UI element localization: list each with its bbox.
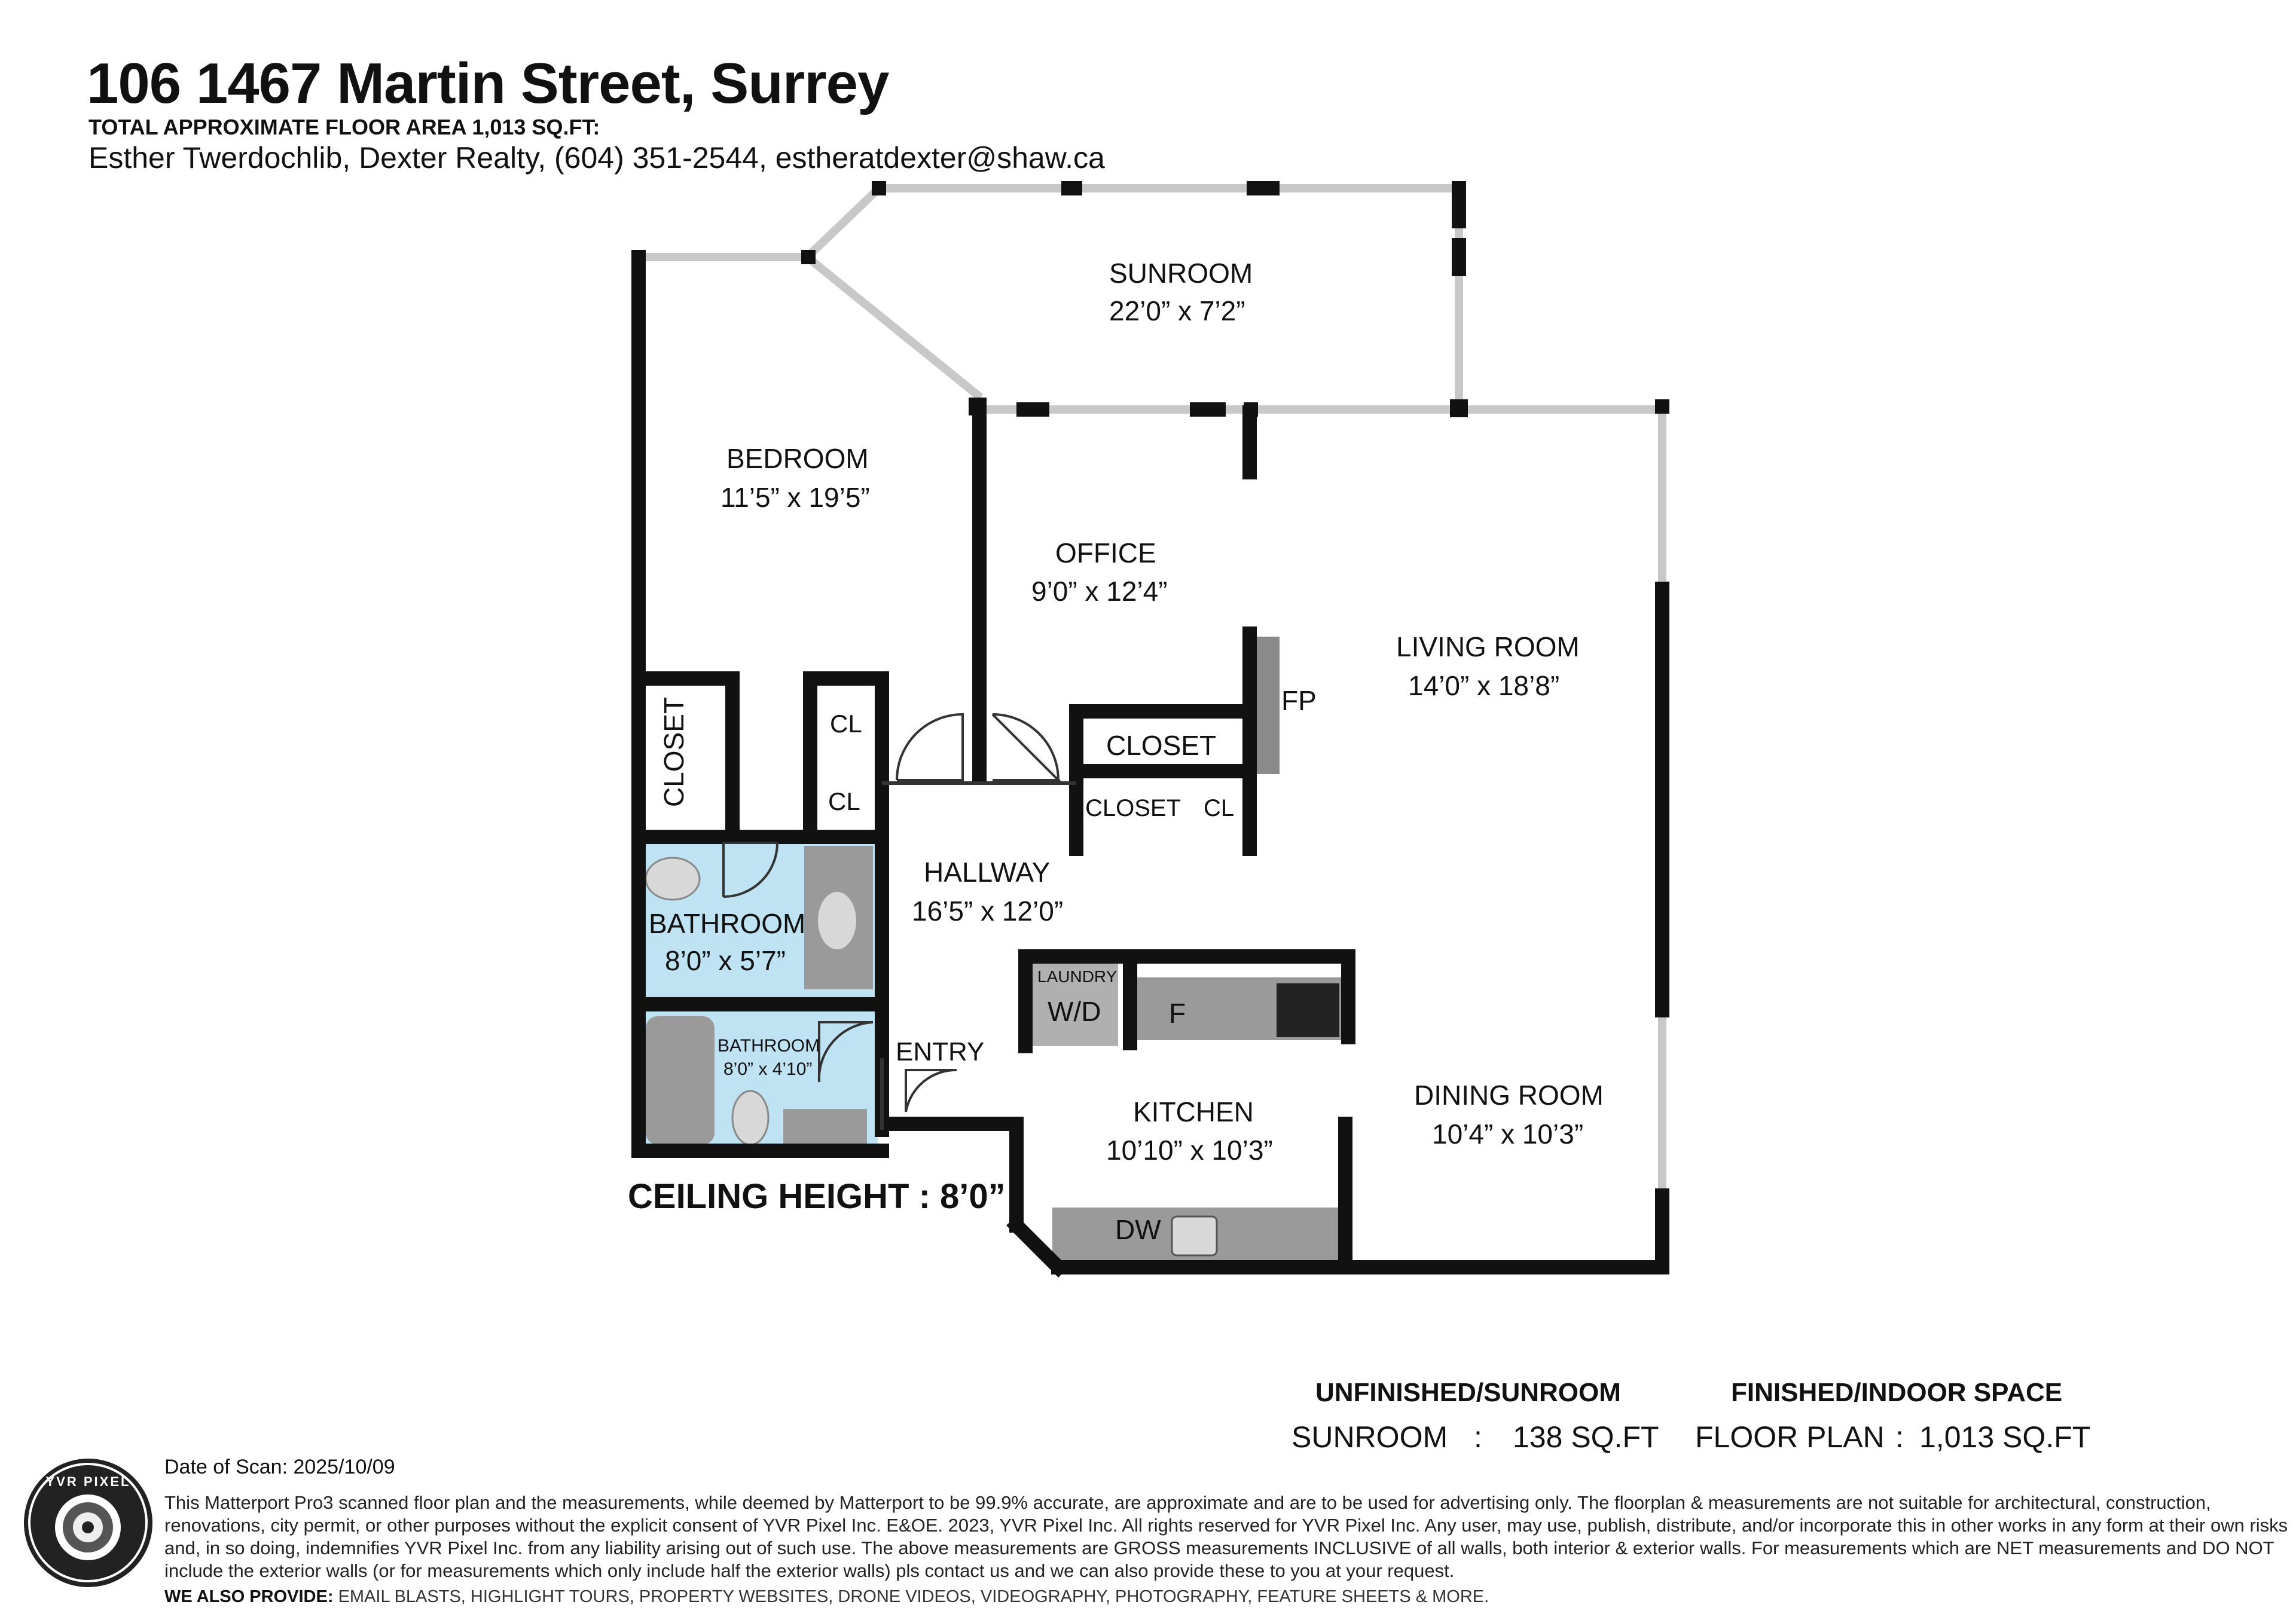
- bathtub: [646, 1016, 715, 1145]
- unfinished-heading: UNFINISHED/SUNROOM: [1315, 1378, 1621, 1407]
- kitchen-label: KITCHEN: [1133, 1096, 1254, 1127]
- sunroom-area-sep: :: [1474, 1420, 1482, 1454]
- entry-label: ENTRY: [896, 1037, 985, 1066]
- also-provide-list: EMAIL BLASTS, HIGHLIGHT TOURS, PROPERTY …: [338, 1587, 1489, 1606]
- floor-area-text: TOTAL APPROXIMATE FLOOR AREA 1,013 SQ.FT…: [88, 115, 600, 139]
- bathroom-2-label: BATHROOM: [718, 1036, 820, 1056]
- bath-sink: [818, 892, 856, 949]
- floorplan-area-value: 1,013 SQ.FT: [1919, 1420, 2091, 1454]
- washer-dryer-label: W/D: [1048, 996, 1101, 1027]
- logo-icon: [28, 1463, 148, 1582]
- laundry-box: [1028, 956, 1118, 1046]
- toilet-1: [645, 857, 701, 901]
- laundry-label: LAUNDRY: [1037, 967, 1118, 986]
- living-room-dims: 14’0” x 18’8”: [1408, 670, 1560, 701]
- yvr-pixel-logo: YVR PIXEL: [24, 1459, 152, 1587]
- cl-1-label: CL: [830, 710, 862, 738]
- bathroom-2-dims: 8’0” x 4’10”: [723, 1059, 813, 1079]
- also-provide: WE ALSO PROVIDE: EMAIL BLASTS, HIGHLIGHT…: [164, 1587, 1489, 1607]
- fireplace-label: FP: [1281, 685, 1317, 716]
- cl-2-label: CL: [828, 787, 860, 815]
- bedroom-closet-label: CLOSET: [658, 696, 689, 807]
- bedroom-label: BEDROOM: [726, 443, 869, 474]
- floorplan-area-label: FLOOR PLAN: [1695, 1420, 1885, 1454]
- logo-text: YVR PIXEL: [45, 1474, 131, 1489]
- hallway-label: HALLWAY: [924, 857, 1051, 888]
- bathroom-1-label: BATHROOM: [649, 908, 806, 939]
- office-dims: 9’0” x 12’4”: [1031, 576, 1168, 607]
- ceiling-height: CEILING HEIGHT : 8’0”: [628, 1177, 1006, 1216]
- also-provide-label: WE ALSO PROVIDE:: [164, 1587, 334, 1606]
- office-label: OFFICE: [1055, 537, 1156, 568]
- hall-closet-label: CLOSET: [1085, 795, 1181, 821]
- toilet-2: [731, 1090, 770, 1146]
- living-room-label: LIVING ROOM: [1396, 631, 1580, 662]
- dining-room-dims: 10’4” x 10’3”: [1432, 1118, 1584, 1150]
- finished-heading: FINISHED/INDOOR SPACE: [1731, 1378, 2063, 1407]
- dishwasher-label: DW: [1115, 1214, 1161, 1245]
- sunroom-area-label: SUNROOM: [1292, 1420, 1448, 1454]
- disclaimer-text: This Matterport Pro3 scanned floor plan …: [164, 1492, 2288, 1581]
- kitchen-sink: [1171, 1215, 1218, 1257]
- office-closet-label: CLOSET: [1106, 730, 1217, 761]
- date-of-scan: Date of Scan: 2025/10/09: [164, 1456, 395, 1478]
- dining-room-label: DINING ROOM: [1414, 1080, 1604, 1111]
- sunroom-dims: 22’0” x 7’2”: [1109, 295, 1245, 326]
- page-title: 106 1467 Martin Street, Surrey: [87, 51, 889, 115]
- agent-contact: Esther Twerdochlib, Dexter Realty, (604)…: [88, 141, 1105, 175]
- floorplan-area-sep: :: [1895, 1420, 1904, 1454]
- fridge-label: F: [1169, 998, 1186, 1029]
- bath-2-vanity: [783, 1109, 867, 1148]
- kitchen-dims: 10’10” x 10’3”: [1106, 1135, 1273, 1166]
- cl-3-label: CL: [1204, 795, 1235, 821]
- stove: [1277, 983, 1339, 1037]
- sunroom-label: SUNROOM: [1109, 258, 1253, 289]
- bathroom-1-dims: 8’0” x 5’7”: [665, 945, 786, 976]
- hallway-dims: 16’5” x 12’0”: [912, 895, 1064, 927]
- sunroom-area-value: 138 SQ.FT: [1513, 1420, 1659, 1454]
- bedroom-dims: 11’5” x 19’5”: [720, 482, 870, 513]
